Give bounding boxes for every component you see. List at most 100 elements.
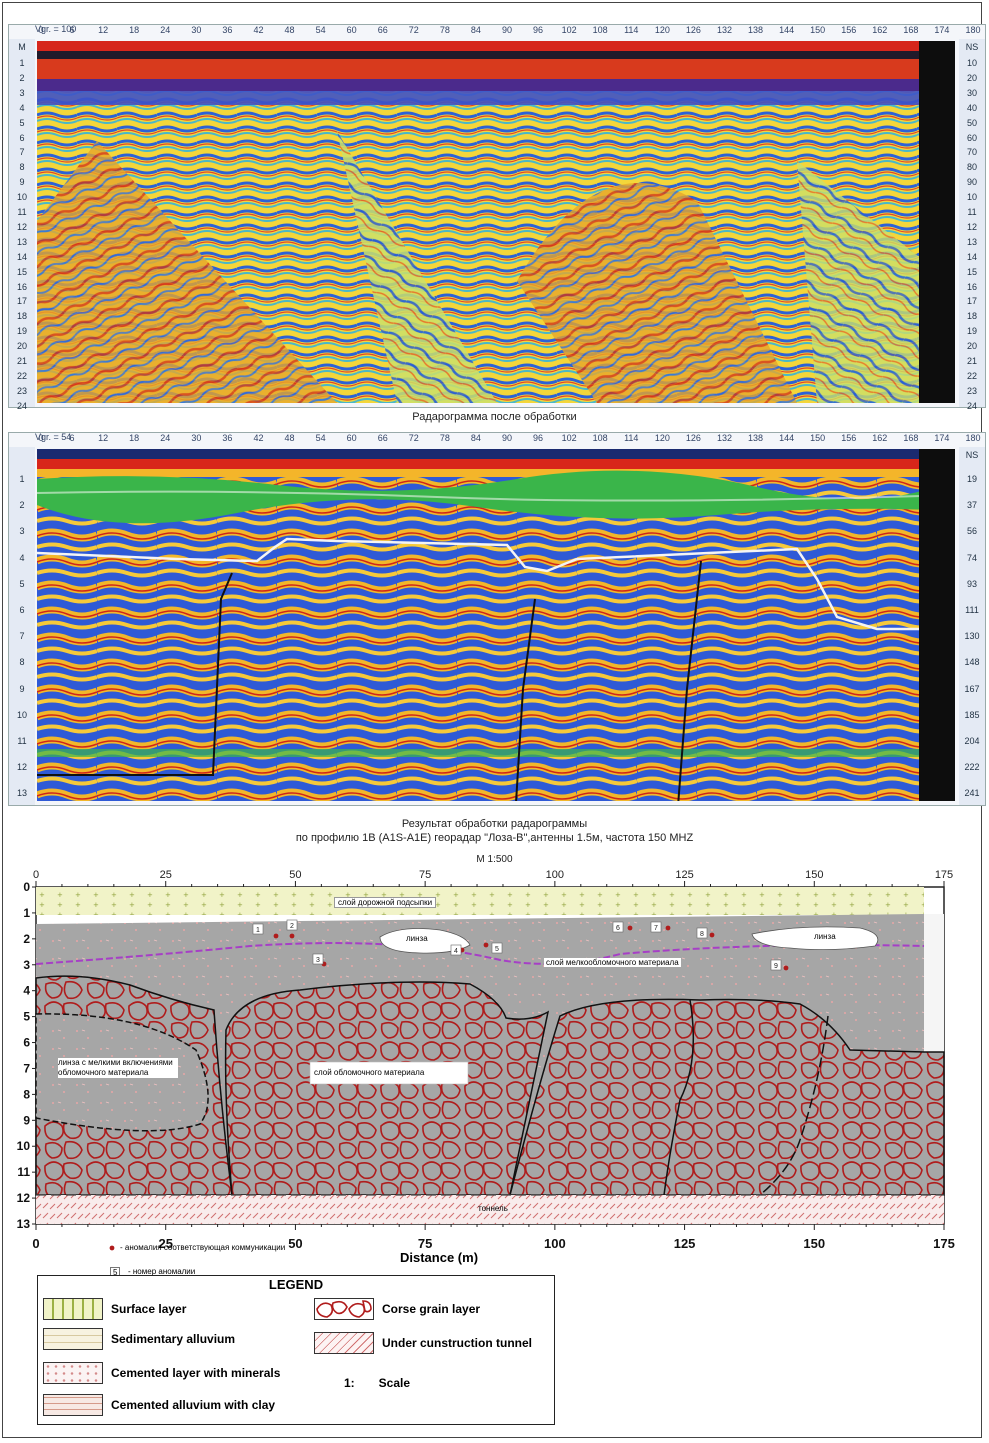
top-tick-label: 114 bbox=[624, 25, 639, 35]
anomaly-number: 6 bbox=[616, 925, 620, 932]
top-tick-label: 114 bbox=[624, 433, 639, 443]
top-tick-label: 18 bbox=[129, 25, 140, 35]
legend-item-sedimentary: Sedimentary alluvium bbox=[43, 1328, 235, 1350]
depth-tick-label: 5 bbox=[19, 117, 25, 128]
top-tick-label: 54 bbox=[315, 433, 326, 443]
depth-tick-label: 20 bbox=[966, 341, 977, 352]
depth-tick-label: 18 bbox=[16, 311, 27, 322]
top-tick-label: 24 bbox=[160, 25, 171, 35]
top-tick-label: 6 bbox=[69, 433, 75, 443]
top-tick-label: 72 bbox=[408, 25, 419, 35]
depth-tick-label: 56 bbox=[966, 526, 977, 537]
label-lens-1: линза bbox=[406, 934, 428, 943]
bottom-axis-label: 125 bbox=[674, 1236, 696, 1251]
section-scale-label: M 1:500 bbox=[476, 854, 513, 865]
top-tick-label: 102 bbox=[561, 433, 577, 443]
top-tick-label: 78 bbox=[439, 433, 450, 443]
depth-axis-label: 3 bbox=[23, 958, 30, 972]
top-tick-label: 120 bbox=[654, 433, 670, 443]
depth-tick-label: 241 bbox=[964, 788, 980, 799]
top-tick-label: 54 bbox=[315, 25, 326, 35]
label-fine-layer: слой мелкообломочного материала bbox=[544, 958, 681, 967]
legend-item-coarse: Corse grain layer bbox=[314, 1298, 480, 1320]
depth-tick-label: 93 bbox=[966, 578, 977, 589]
geological-section: + bbox=[17, 869, 955, 1251]
top-tick-label: 66 bbox=[377, 433, 388, 443]
top-tick-label: 60 bbox=[346, 433, 357, 443]
legend-item-surface: Surface layer bbox=[43, 1298, 186, 1320]
radargram-interpreted-caption-2: по профилю 1В (A1S-A1E) георадар "Лоза-В… bbox=[295, 832, 694, 844]
top-tick-label: 78 bbox=[439, 25, 450, 35]
depth-tick-label: 10 bbox=[16, 192, 27, 203]
swatch-coarse-icon bbox=[314, 1298, 374, 1320]
top-tick-label: 96 bbox=[533, 433, 544, 443]
top-tick-label: 6 bbox=[69, 25, 75, 35]
anomaly-number: 1 bbox=[256, 927, 260, 934]
time-unit: NS bbox=[965, 42, 979, 52]
depth-tick-label: 8 bbox=[19, 657, 25, 668]
depth-tick-label: 11 bbox=[967, 207, 977, 217]
depth-tick-label: 80 bbox=[966, 162, 977, 173]
depth-tick-label: 6 bbox=[19, 605, 25, 615]
depth-axis-label: 11 bbox=[17, 1165, 30, 1179]
swatch-sedimentary-icon bbox=[43, 1328, 103, 1350]
swatch-cemented-minerals-icon bbox=[43, 1362, 103, 1384]
top-tick-label: 108 bbox=[592, 433, 608, 443]
bottom-axis-label: 100 bbox=[544, 1236, 566, 1251]
depth-tick-label: 10 bbox=[966, 58, 977, 68]
swatch-tunnel-icon bbox=[314, 1332, 374, 1354]
depth-unit: M bbox=[18, 42, 26, 52]
depth-axis-label: 8 bbox=[23, 1087, 30, 1101]
top-axis-label: 25 bbox=[160, 869, 172, 881]
depth-tick-label: 13 bbox=[16, 788, 27, 799]
depth-tick-label: 12 bbox=[16, 221, 27, 232]
note-anomaly-dot-icon bbox=[109, 1245, 115, 1251]
legend: LEGEND Surface layer Sedimentary alluviu… bbox=[37, 1275, 555, 1425]
depth-tick-label: 3 bbox=[19, 526, 25, 537]
depth-tick-label: 19 bbox=[966, 474, 977, 484]
depth-axis-label: 7 bbox=[23, 1061, 30, 1075]
top-tick-label: 174 bbox=[934, 433, 950, 443]
vgr-label: Vgr. = 54 bbox=[35, 432, 72, 442]
top-tick-label: 36 bbox=[222, 433, 233, 443]
bottom-axis-label: 50 bbox=[288, 1236, 302, 1251]
lens-2 bbox=[751, 926, 879, 950]
depth-tick-label: 74 bbox=[966, 552, 977, 563]
top-tick-label: 12 bbox=[98, 433, 109, 443]
depth-tick-label: 70 bbox=[966, 147, 977, 158]
top-axis-label: 150 bbox=[805, 869, 823, 881]
top-axis-label: 75 bbox=[419, 869, 431, 881]
top-tick-label: 90 bbox=[501, 25, 513, 35]
top-tick-label: 132 bbox=[716, 25, 732, 35]
depth-tick-label: 37 bbox=[966, 500, 977, 511]
depth-tick-label: 148 bbox=[964, 657, 980, 668]
anomaly-marker bbox=[450, 944, 462, 956]
depth-tick-label: 12 bbox=[966, 221, 977, 232]
top-tick-label: 48 bbox=[284, 25, 295, 35]
top-tick-label: 168 bbox=[903, 25, 919, 35]
top-tick-label: 126 bbox=[685, 433, 701, 443]
anomaly-marker bbox=[491, 942, 503, 954]
legend-label-surface: Surface layer bbox=[111, 1302, 187, 1316]
depth-axis-label: 13 bbox=[17, 1217, 31, 1231]
top-tick-label: 66 bbox=[377, 25, 388, 35]
top-tick-label: 162 bbox=[872, 433, 888, 443]
top-tick-label: 108 bbox=[592, 25, 608, 35]
depth-tick-label: 24 bbox=[16, 400, 27, 411]
note-anomaly: - аномалия соответствующая коммуникации bbox=[120, 1243, 286, 1252]
top-axis-label: 175 bbox=[935, 869, 953, 881]
top-tick-label: 30 bbox=[191, 25, 202, 35]
top-tick-label: 72 bbox=[408, 433, 419, 443]
depth-tick-label: 19 bbox=[966, 326, 977, 337]
legend-item-cemented-minerals: Cemented layer with minerals bbox=[43, 1362, 280, 1384]
top-tick-label: 84 bbox=[470, 25, 481, 35]
depth-tick-label: 15 bbox=[966, 266, 977, 277]
depth-tick-label: 20 bbox=[966, 72, 977, 83]
depth-tick-label: 11 bbox=[17, 207, 27, 217]
top-tick-label: 96 bbox=[533, 25, 544, 35]
anomaly-marker bbox=[312, 953, 324, 965]
